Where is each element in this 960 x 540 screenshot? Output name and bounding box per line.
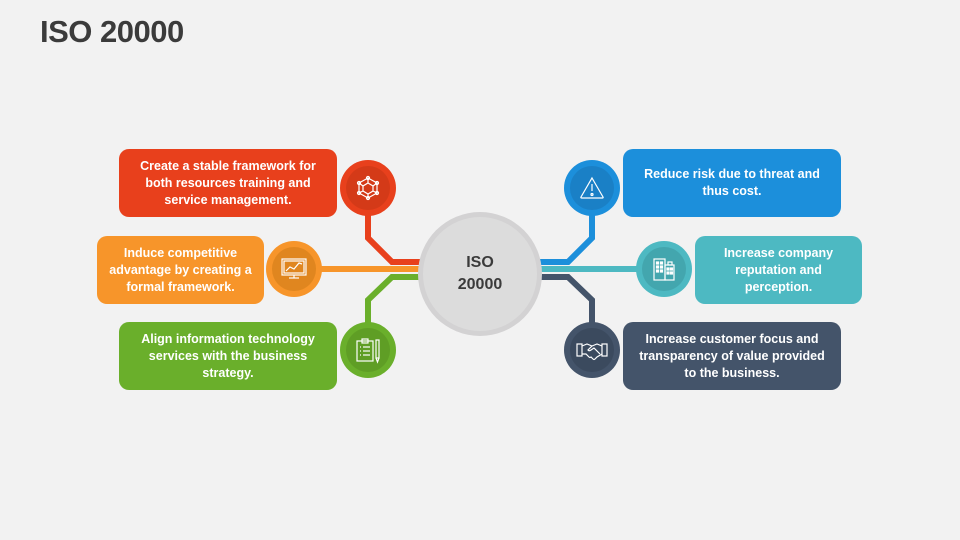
- warning-triangle-icon: [580, 176, 604, 199]
- monitor-chart-icon: [281, 258, 307, 279]
- clipboard-pencil-icon: [356, 338, 380, 364]
- icon-circle-red: [340, 160, 396, 216]
- card-text: Reduce risk due to threat and thus cost.: [644, 167, 820, 198]
- buildings-icon: [653, 258, 675, 281]
- hub-label-line2: 20000: [457, 276, 503, 293]
- card-text: Create a stable framework for both resou…: [140, 158, 316, 207]
- icon-circle-teal: [636, 241, 692, 297]
- network-cube-icon: [356, 175, 380, 201]
- card-align-it: Align information technology services wi…: [119, 322, 337, 390]
- card-stable-framework: Create a stable framework for both resou…: [119, 149, 337, 217]
- icon-circle-blue: [564, 160, 620, 216]
- card-company-reputation: Increase company reputation and percepti…: [695, 236, 862, 304]
- hub-circle: ISO 20000: [418, 212, 542, 336]
- card-text: Increase customer focus and transparency…: [639, 331, 825, 380]
- card-text: Align information technology services wi…: [141, 331, 315, 380]
- icon-circle-orange: [266, 241, 322, 297]
- slide-title: ISO 20000: [40, 14, 184, 49]
- card-reduce-risk: Reduce risk due to threat and thus cost.: [623, 149, 841, 217]
- hub-label-line1: ISO: [466, 254, 494, 271]
- card-customer-focus: Increase customer focus and transparency…: [623, 322, 841, 390]
- card-text: Induce competitive advantage by creating…: [109, 245, 252, 294]
- icon-circle-green: [340, 322, 396, 378]
- card-competitive-advantage: Induce competitive advantage by creating…: [97, 236, 264, 304]
- card-text: Increase company reputation and percepti…: [723, 245, 834, 294]
- handshake-icon: [576, 343, 608, 361]
- icon-circle-navy: [564, 322, 620, 378]
